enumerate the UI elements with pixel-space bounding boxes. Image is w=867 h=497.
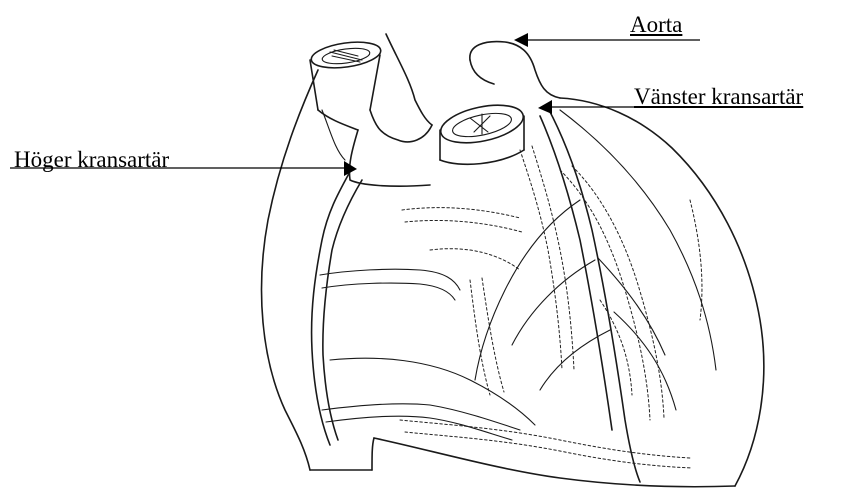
left-coronary-artery-label: Vänster kransartär (634, 85, 803, 108)
right-coronary-artery-label: Höger kransartär (14, 148, 169, 171)
posterior-vessels (400, 146, 702, 468)
coronary-arteries (312, 108, 716, 482)
aorta-label: Aorta (630, 13, 682, 36)
